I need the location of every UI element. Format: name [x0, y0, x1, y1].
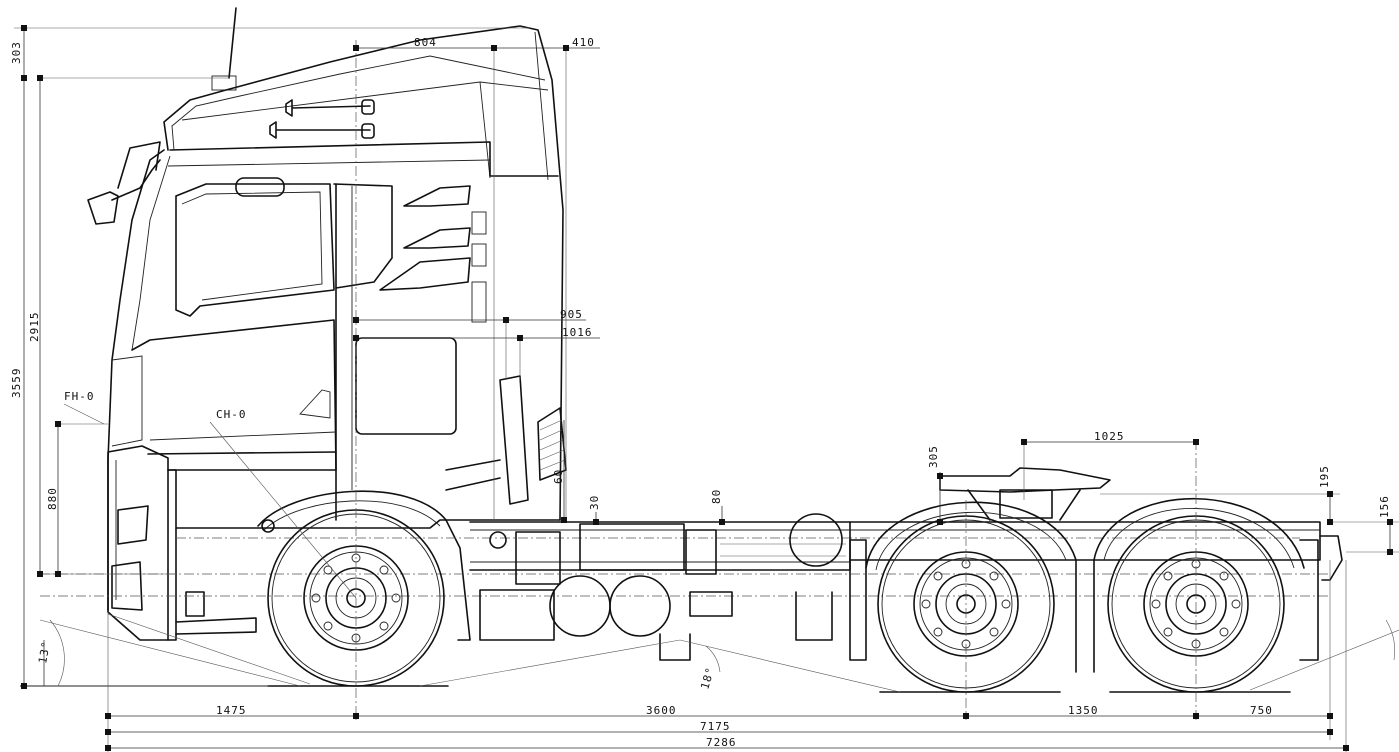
rear-mudguard-1 — [865, 501, 1077, 569]
ground-lines — [20, 613, 1399, 693]
air-tank-3 — [789, 513, 843, 567]
dim-cab-height: 2915 — [28, 312, 41, 343]
chassis-frame — [469, 467, 1343, 673]
cab-side — [131, 319, 337, 471]
dim-cab-top: 804 — [414, 36, 437, 49]
dim-rear-hitch: 156 — [1378, 495, 1391, 518]
dim-cab-rear-b: 1016 — [562, 326, 593, 339]
dim-frame: 80 — [710, 489, 723, 504]
dim-ramp-angle: 18° — [698, 665, 717, 691]
truck-outline — [40, 7, 1330, 641]
dim-wheelbase: 3600 — [646, 704, 677, 717]
door-window — [175, 183, 335, 317]
dim-approach-angle: 13° — [36, 640, 53, 665]
dim-fifth-wheel-offset: 1025 — [1094, 430, 1125, 443]
dim-gap-b: 30 — [588, 495, 601, 510]
marker-chassis-height: CH-0 — [216, 408, 247, 421]
side-mirror — [87, 191, 119, 225]
antenna — [228, 7, 237, 79]
dim-roof-rear: 410 — [572, 36, 595, 49]
fifth-wheel — [939, 467, 1111, 493]
dim-length-a: 7175 — [700, 720, 731, 733]
dim-length-b: 7286 — [706, 736, 737, 749]
dim-front-height: 880 — [46, 487, 59, 510]
dim-rear-overhang: 750 — [1250, 704, 1273, 717]
air-tank-1 — [549, 575, 611, 637]
grab-handle — [499, 375, 529, 505]
dim-fifth-wheel-height: 305 — [927, 445, 940, 468]
marker-front-height: FH-0 — [64, 390, 95, 403]
dimension-labels: 303 3559 2915 880 13° 804 410 905 1016 6… — [10, 36, 1391, 749]
reference-lines — [14, 27, 1347, 752]
cab-roof — [163, 25, 564, 521]
front-bumper — [107, 445, 169, 641]
dimension-lines — [21, 25, 1399, 751]
air-horn-lower — [269, 121, 371, 139]
dim-overall-height: 3559 — [10, 368, 23, 399]
dim-front-overhang: 1475 — [216, 704, 247, 717]
air-horn-upper — [285, 99, 371, 117]
dim-cab-rear-a: 905 — [560, 308, 583, 321]
dim-cab-roof-extra: 303 — [10, 41, 23, 64]
air-tank-2 — [609, 575, 671, 637]
dim-tandem: 1350 — [1068, 704, 1099, 717]
dim-rear-height: 195 — [1318, 465, 1331, 488]
dim-gap-a: 60 — [552, 469, 565, 484]
